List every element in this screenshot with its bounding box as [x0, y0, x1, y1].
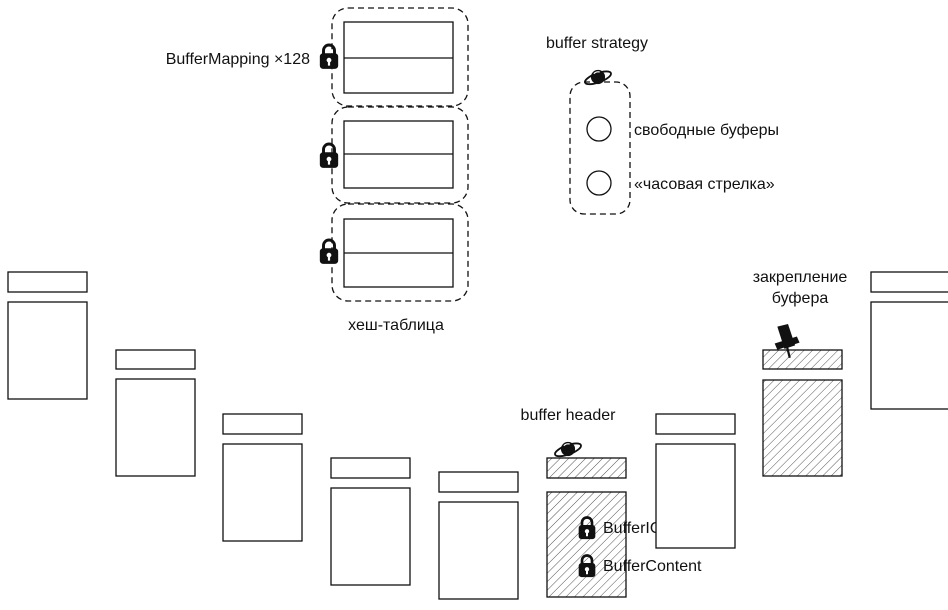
lock-icon — [318, 142, 340, 169]
buffer-header — [655, 413, 736, 435]
buffer-header — [438, 471, 519, 493]
buffer-content-label: BufferContent — [603, 558, 702, 575]
buffer-strategy-label: buffer strategy — [546, 35, 648, 52]
pinning-label-line1: закрепление — [753, 269, 848, 286]
buffer-page — [115, 378, 196, 477]
hash-bucket-2-boundary — [331, 106, 469, 204]
buffer-cache: buffer header BufferIO BufferContent зак… — [7, 269, 948, 600]
buffer-page — [330, 487, 411, 586]
hash-table-label: хеш-таблица — [348, 317, 444, 334]
buffer-strategy-boundary — [569, 81, 631, 215]
buffer-header — [330, 457, 411, 479]
buffer-page-hatched — [546, 491, 627, 598]
buffer-header — [115, 349, 196, 370]
buffer-header-hatched — [546, 457, 627, 479]
free-buffers-pointer — [586, 116, 612, 142]
buffer-header-hatched — [762, 349, 843, 370]
spinlock-icon — [553, 439, 583, 460]
buffer-header-label: buffer header — [521, 407, 617, 424]
buffer-page — [222, 443, 303, 542]
buffer-page — [655, 443, 736, 549]
buffer-strategy: buffer strategy свободные буферы «часова… — [546, 35, 779, 215]
clock-hand-pointer — [586, 170, 612, 196]
lock-icon — [318, 238, 340, 265]
buffer-header — [222, 413, 303, 435]
buffer-page — [438, 501, 519, 600]
free-buffers-label: свободные буферы — [634, 122, 779, 139]
pinning-label-line2: буфера — [772, 290, 829, 307]
buffer-page — [7, 301, 88, 400]
buffer-page-hatched — [762, 379, 843, 477]
spinlock-icon — [583, 67, 613, 88]
buffer-header — [7, 271, 88, 293]
buffer-mapping-label: BufferMapping ×128 — [166, 51, 310, 68]
hash-table: BufferMapping ×128 хеш-таблица — [166, 7, 469, 334]
buffer-io-label: BufferIO — [603, 520, 662, 537]
clock-hand-label: «часовая стрелка» — [634, 176, 775, 193]
buffer-page — [870, 301, 948, 410]
buffer-header — [870, 271, 948, 293]
lock-icon — [318, 43, 340, 70]
